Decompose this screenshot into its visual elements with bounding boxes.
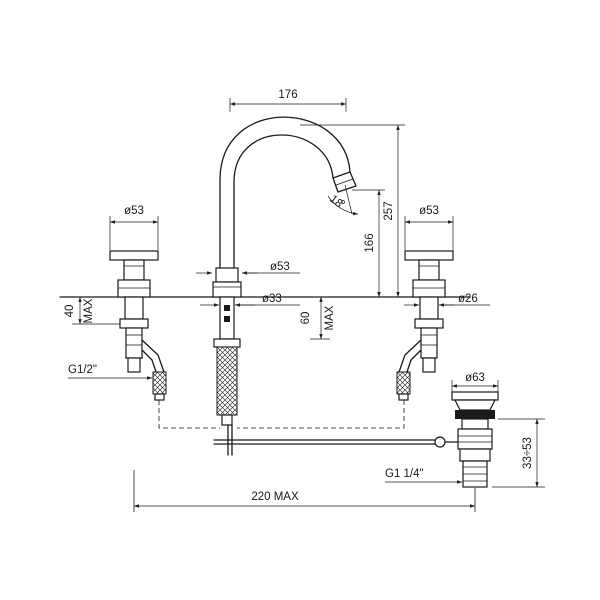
label-phi63: ø63 — [465, 372, 485, 384]
label-phi53-center: ø53 — [270, 261, 290, 273]
dim-phi53-left: ø53 — [109, 205, 159, 250]
spout-knurled-hose — [216, 346, 238, 416]
label-60: 60 — [300, 312, 312, 325]
dim-phi53-right: ø53 — [404, 205, 454, 250]
right-cross-handle — [404, 250, 454, 261]
dim-g114: G1 1/4" — [385, 468, 462, 484]
dim-phi33: ø33 — [200, 293, 300, 307]
label-18: 18 — [327, 193, 344, 210]
left-hose-route — [158, 400, 220, 429]
dim-257: 257 — [300, 124, 405, 297]
label-g114: G1 1/4" — [385, 468, 424, 480]
dim-33-53: 33÷53 — [492, 418, 545, 488]
label-phi33: ø33 — [262, 293, 282, 305]
spout-aerator — [332, 171, 357, 193]
left-handle-valve — [109, 250, 167, 401]
dim-60-max: 60 MAX — [300, 297, 336, 340]
dim-g12: G1/2" — [68, 364, 152, 380]
dim-176: 176 — [229, 89, 347, 112]
right-handle-valve — [396, 250, 454, 401]
dim-phi63: ø63 — [451, 372, 499, 392]
spout-base — [215, 267, 239, 283]
dim-40-max: 40 MAX — [64, 297, 120, 325]
label-phi26: ø26 — [458, 293, 478, 305]
label-257: 257 — [383, 201, 395, 220]
label-phi53-right: ø53 — [419, 205, 439, 217]
label-g12: G1/2" — [68, 364, 97, 376]
popup-drain — [444, 391, 499, 488]
right-hose-route — [237, 400, 405, 429]
dim-166: 166 — [352, 189, 385, 297]
label-33-53: 33÷53 — [522, 437, 534, 469]
dim-220-max: 220 MAX — [134, 491, 475, 508]
spout-assembly — [212, 116, 446, 456]
label-phi53-left: ø53 — [124, 205, 144, 217]
label-max-center: MAX — [324, 305, 336, 330]
label-40: 40 — [64, 305, 76, 318]
label-166: 166 — [364, 233, 376, 252]
drain-cap — [451, 391, 499, 401]
left-cross-handle — [109, 250, 159, 261]
label-176: 176 — [278, 89, 297, 101]
spout-inner — [233, 134, 334, 269]
label-220-max: 220 MAX — [251, 491, 299, 503]
dim-phi53-center: ø53 — [196, 261, 300, 275]
dim-phi26: ø26 — [404, 293, 490, 307]
label-max-left: MAX — [83, 298, 95, 323]
dim-18-angle: 18 — [327, 184, 359, 216]
spout-outer — [219, 116, 351, 269]
